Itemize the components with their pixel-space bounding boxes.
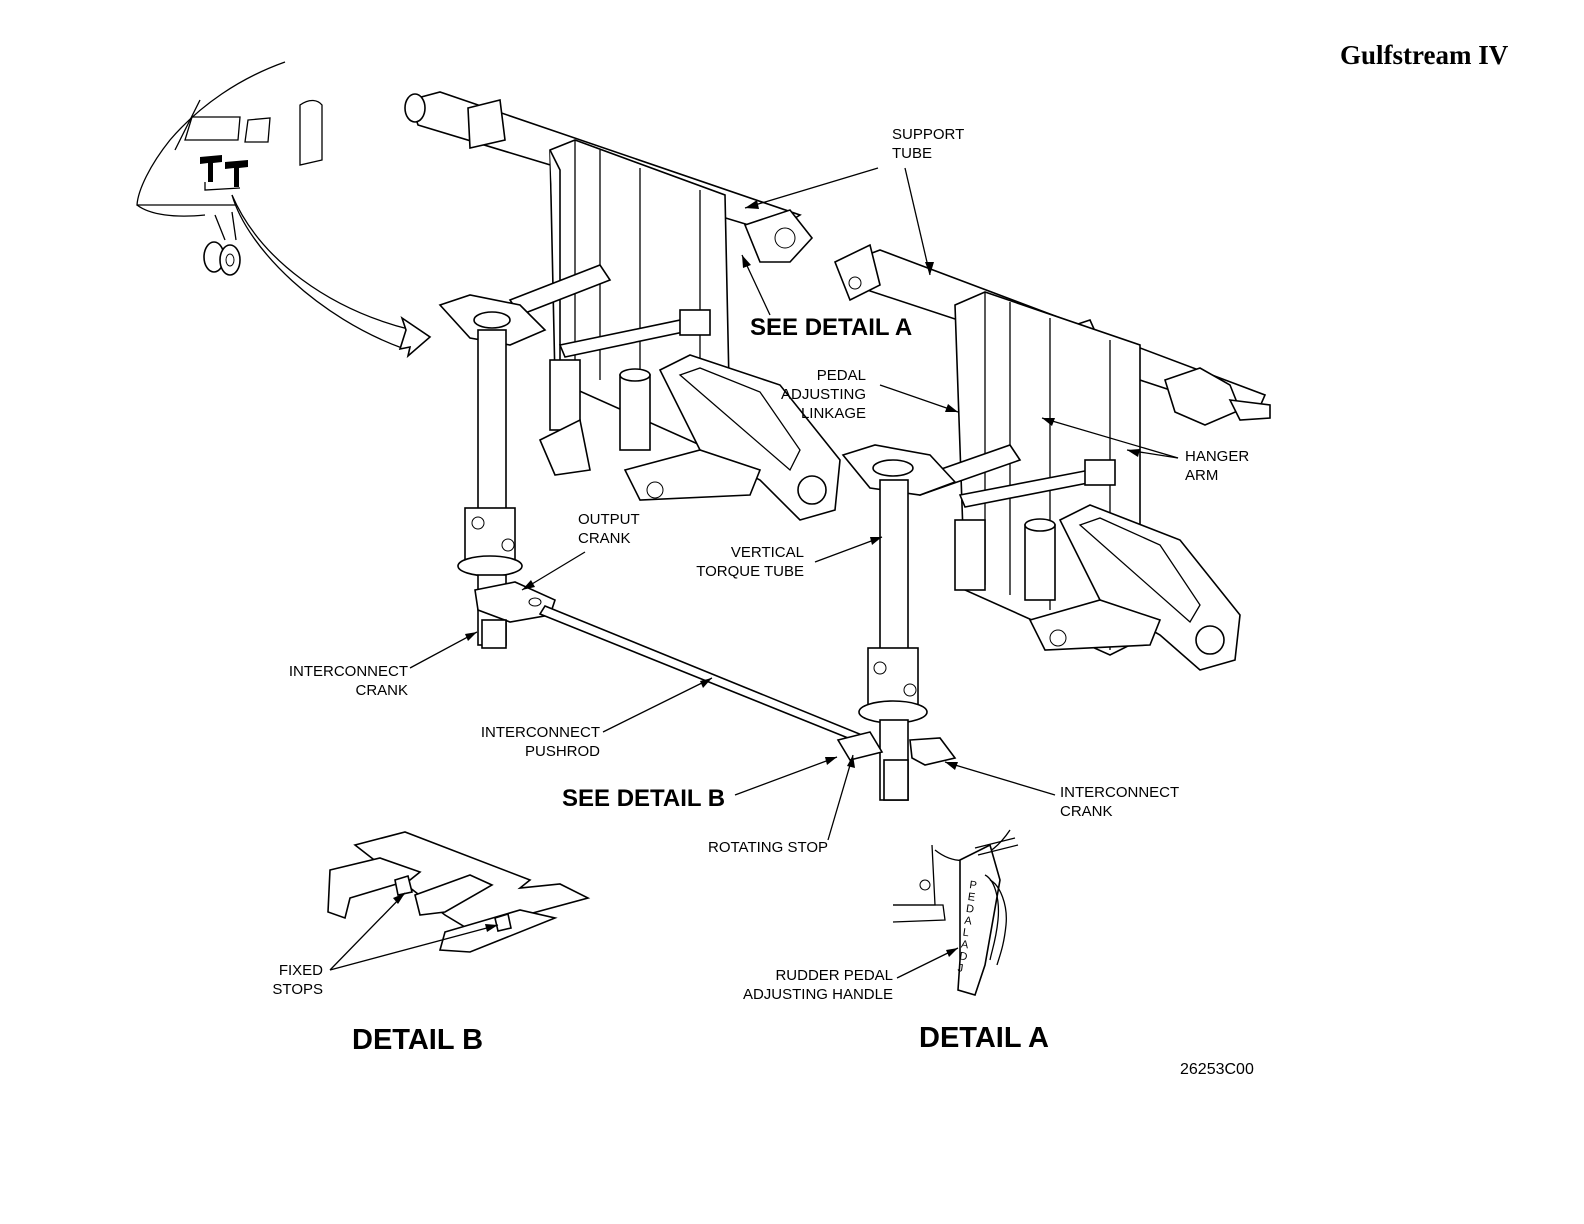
figure-code: 26253C00 [1180, 1060, 1254, 1079]
callout-line: CRANK [578, 529, 640, 548]
callout-support-tube: SUPPORT TUBE [892, 125, 964, 163]
callout-pedal-adjusting-linkage: PEDAL ADJUSTING LINKAGE [770, 366, 866, 423]
brand-logo-text: Gulfstream IV [1340, 40, 1508, 71]
callout-line: OUTPUT [578, 510, 640, 529]
aircraft-nose-locator [137, 62, 430, 356]
callout-line: CRANK [1060, 802, 1179, 821]
callout-line: PEDAL [770, 366, 866, 385]
callout-see-detail-a: SEE DETAIL A [750, 314, 912, 342]
callout-line: RUDDER PEDAL [730, 966, 893, 985]
callout-line: LINKAGE [770, 404, 866, 423]
callout-rotating-stop: ROTATING STOP [708, 838, 828, 857]
callout-output-crank: OUTPUT CRANK [578, 510, 640, 548]
callout-line: TORQUE TUBE [684, 562, 804, 581]
interconnect-pushrod [540, 606, 862, 742]
callout-line: STOPS [260, 980, 323, 999]
callout-line: ADJUSTING HANDLE [730, 985, 893, 1004]
callout-line: INTERCONNECT [1060, 783, 1179, 802]
callout-interconnect-crank-left: INTERCONNECT CRANK [282, 662, 408, 700]
detail-b-title: DETAIL B [352, 1024, 483, 1056]
callout-line: INTERCONNECT [474, 723, 600, 742]
callout-line: CRANK [282, 681, 408, 700]
callout-see-detail-b: SEE DETAIL B [562, 785, 725, 813]
callout-line: FIXED [260, 961, 323, 980]
callout-line: PUSHROD [474, 742, 600, 761]
callout-line: SUPPORT [892, 125, 964, 144]
callout-line: VERTICAL [684, 543, 804, 562]
detail-b-drawing [328, 832, 588, 952]
callout-line: ARM [1185, 466, 1249, 485]
callout-hanger-arm: HANGER ARM [1185, 447, 1249, 485]
callout-rudder-pedal-adjusting-handle: RUDDER PEDAL ADJUSTING HANDLE [730, 966, 893, 1004]
detail-a-title: DETAIL A [919, 1022, 1049, 1054]
callout-line: INTERCONNECT [282, 662, 408, 681]
callout-vertical-torque-tube: VERTICAL TORQUE TUBE [684, 543, 804, 581]
callout-line: ADJUSTING [770, 385, 866, 404]
callout-interconnect-pushrod: INTERCONNECT PUSHROD [474, 723, 600, 761]
callout-fixed-stops: FIXED STOPS [260, 961, 323, 999]
callout-interconnect-crank-right: INTERCONNECT CRANK [1060, 783, 1179, 821]
callout-line: HANGER [1185, 447, 1249, 466]
callout-line: TUBE [892, 144, 964, 163]
